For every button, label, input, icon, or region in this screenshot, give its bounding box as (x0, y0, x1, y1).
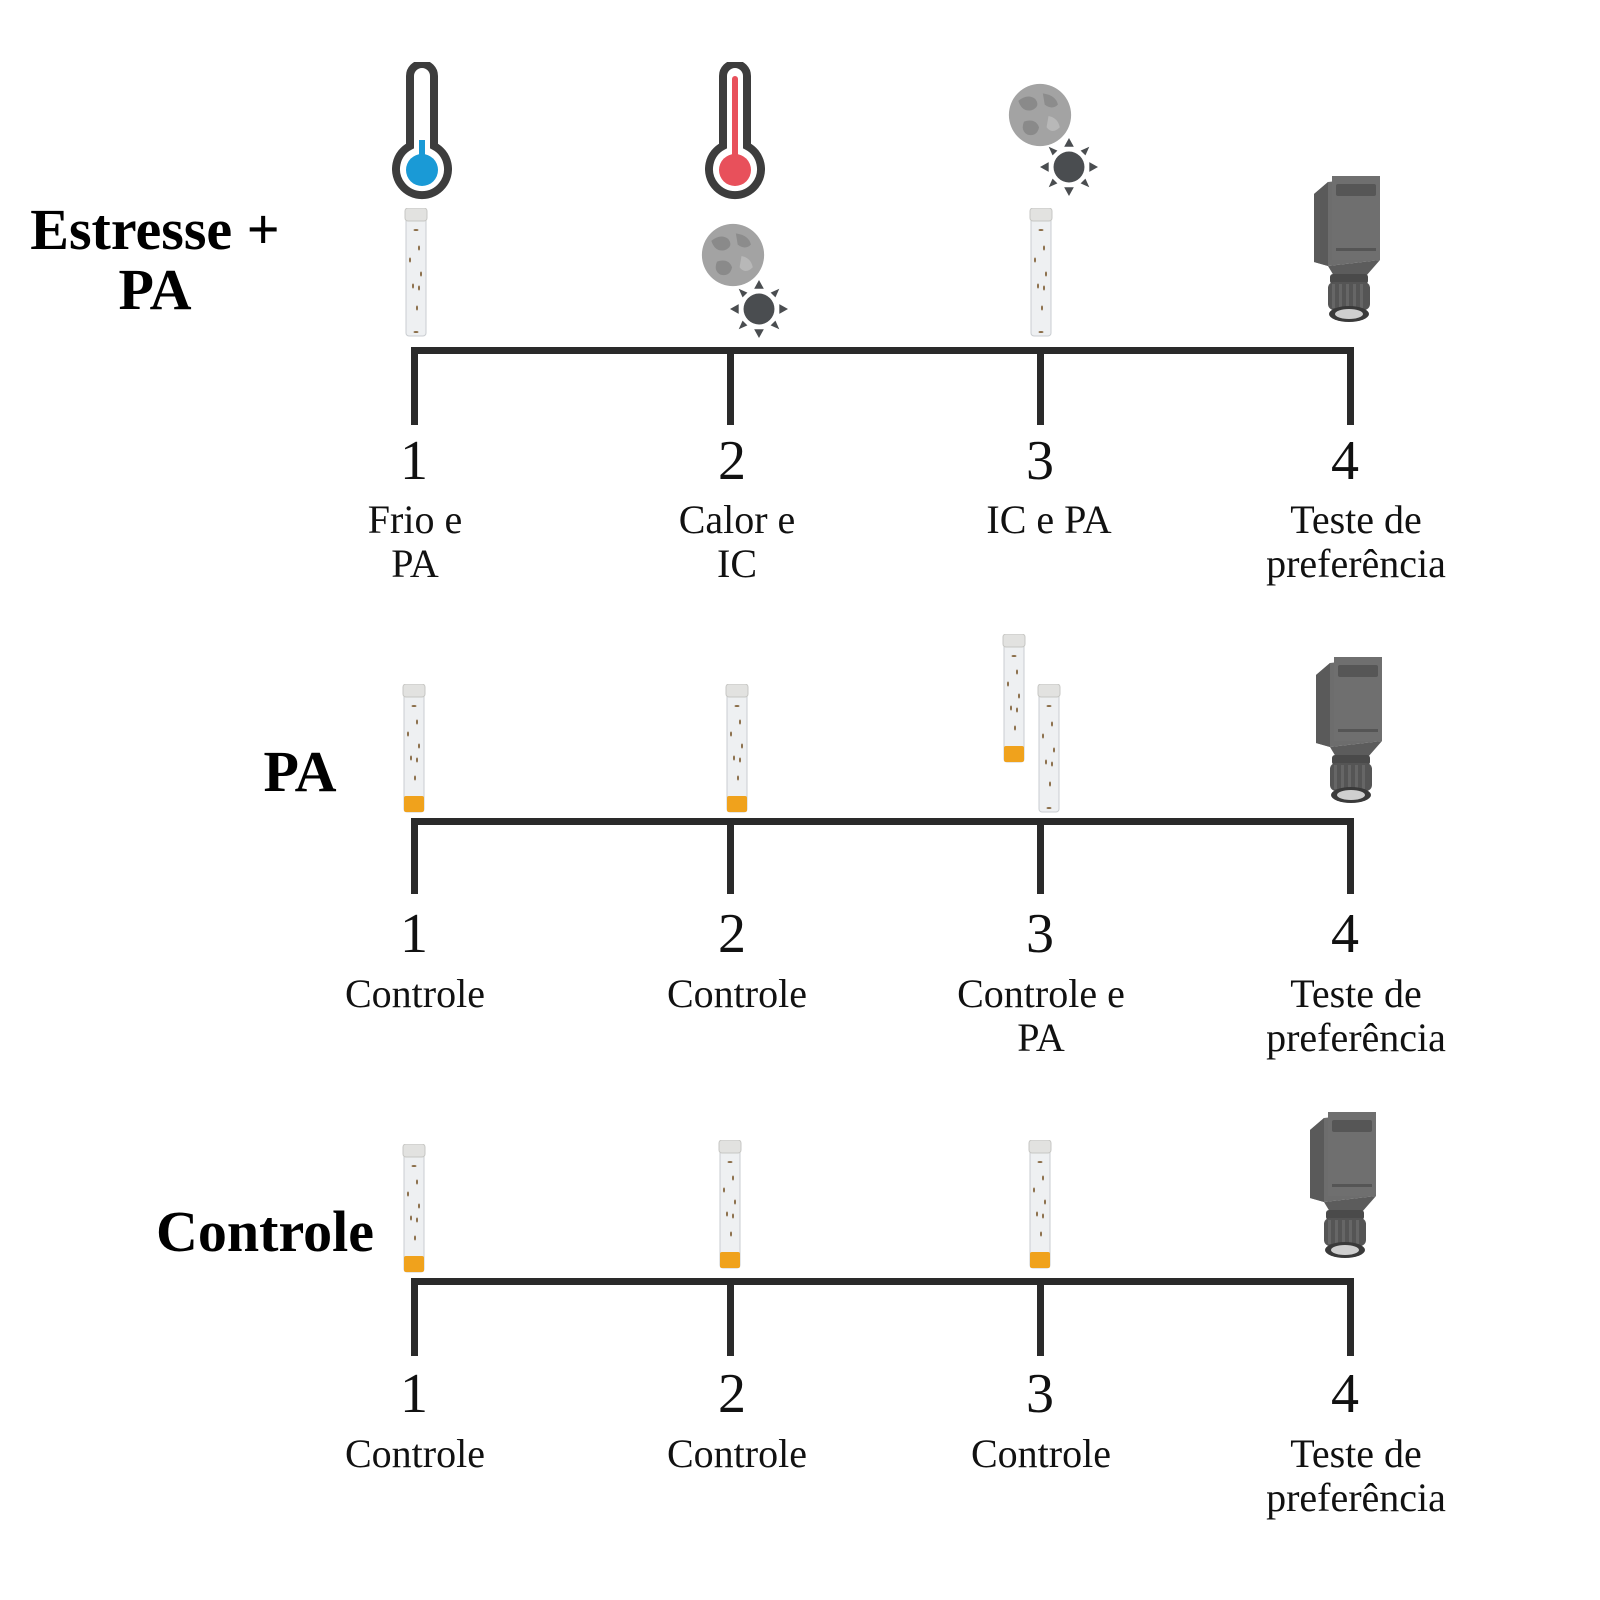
group-title-estresse-pa: Estresse + PA (20, 200, 290, 320)
step-label-line1: Controle (345, 971, 485, 1016)
step-label: Controle (285, 1432, 545, 1476)
step-label-line2: PA (391, 541, 439, 586)
timeline-tick-4 (1347, 1278, 1354, 1356)
food-vial-icon (402, 684, 426, 814)
timeline-axis (411, 1278, 1354, 1285)
camera-icon (1314, 176, 1384, 326)
timeline-tick-4 (1347, 347, 1354, 425)
timeline-tick-3 (1037, 347, 1044, 425)
step-label-line1: Frio e (367, 497, 463, 542)
moon-icon (700, 222, 766, 288)
group-title-line1: PA (263, 739, 337, 804)
timeline-tick-2 (727, 347, 734, 425)
timeline-tick-2 (727, 1278, 734, 1356)
camera-icon (1316, 657, 1386, 807)
food-vial-icon (1002, 634, 1026, 764)
timeline-tick-2 (727, 818, 734, 894)
group-title-line2: PA (118, 257, 192, 322)
step-label-line2: preferência (1266, 1015, 1446, 1060)
timeline-tick-1 (411, 347, 418, 425)
step-label-line1: Controle (345, 1431, 485, 1476)
step-label: Teste de preferência (1226, 972, 1486, 1060)
group-title-controle: Controle (150, 1202, 380, 1262)
step-label-line1: Controle (971, 1431, 1111, 1476)
step-label-line1: Controle e (957, 971, 1125, 1016)
step-number: 1 (400, 1363, 428, 1425)
step-number: 2 (718, 1363, 746, 1425)
step-label: Controle e PA (911, 972, 1171, 1060)
step-label-line1: Controle (667, 971, 807, 1016)
timeline-tick-4 (1347, 818, 1354, 894)
step-number: 4 (1331, 903, 1359, 965)
step-number: 4 (1331, 430, 1359, 492)
food-vial-icon (1028, 1140, 1052, 1270)
step-number: 2 (718, 903, 746, 965)
step-label: Teste de preferência (1226, 1432, 1486, 1520)
timeline-tick-1 (411, 1278, 418, 1356)
timeline-tick-3 (1037, 818, 1044, 894)
step-label: IC e PA (919, 498, 1179, 542)
step-number: 3 (1026, 430, 1054, 492)
step-label: Controle (607, 1432, 867, 1476)
step-number: 2 (718, 430, 746, 492)
step-label-line1: Teste de (1290, 971, 1422, 1016)
step-number: 4 (1331, 1363, 1359, 1425)
step-label: Teste de preferência (1226, 498, 1486, 586)
fly-vial-icon (1037, 684, 1061, 814)
step-label-line2: PA (1017, 1015, 1065, 1060)
step-label-line1: IC e PA (986, 497, 1112, 542)
step-number: 3 (1026, 1363, 1054, 1425)
cold-thermometer-icon (392, 62, 452, 202)
step-number: 1 (400, 903, 428, 965)
fly-vial-icon (404, 208, 428, 338)
sun-icon (1040, 138, 1098, 196)
timeline-tick-1 (411, 818, 418, 894)
step-label: Frio e PA (285, 498, 545, 586)
timeline-axis (411, 818, 1354, 825)
step-label: Controle (285, 972, 545, 1016)
hot-thermometer-icon (705, 62, 765, 202)
step-label-line1: Teste de (1290, 1431, 1422, 1476)
group-title-pa: PA (240, 742, 360, 802)
step-label-line1: Controle (667, 1431, 807, 1476)
food-vial-icon (402, 1144, 426, 1274)
fly-vial-icon (1029, 208, 1053, 338)
timeline-tick-3 (1037, 1278, 1044, 1356)
step-label-line2: IC (717, 541, 757, 586)
sun-icon (730, 280, 788, 338)
step-label: Controle (607, 972, 867, 1016)
group-title-line1: Estresse + (30, 197, 280, 262)
step-label: Controle (911, 1432, 1171, 1476)
step-label-line2: preferência (1266, 1475, 1446, 1520)
timeline-axis (411, 347, 1354, 354)
food-vial-icon (718, 1140, 742, 1270)
step-label-line1: Teste de (1290, 497, 1422, 542)
step-number: 3 (1026, 903, 1054, 965)
camera-icon (1310, 1112, 1380, 1262)
food-vial-icon (725, 684, 749, 814)
step-number: 1 (400, 430, 428, 492)
group-title-line1: Controle (155, 1199, 374, 1264)
step-label-line2: preferência (1266, 541, 1446, 586)
step-label: Calor e IC (607, 498, 867, 586)
step-label-line1: Calor e (678, 497, 796, 542)
